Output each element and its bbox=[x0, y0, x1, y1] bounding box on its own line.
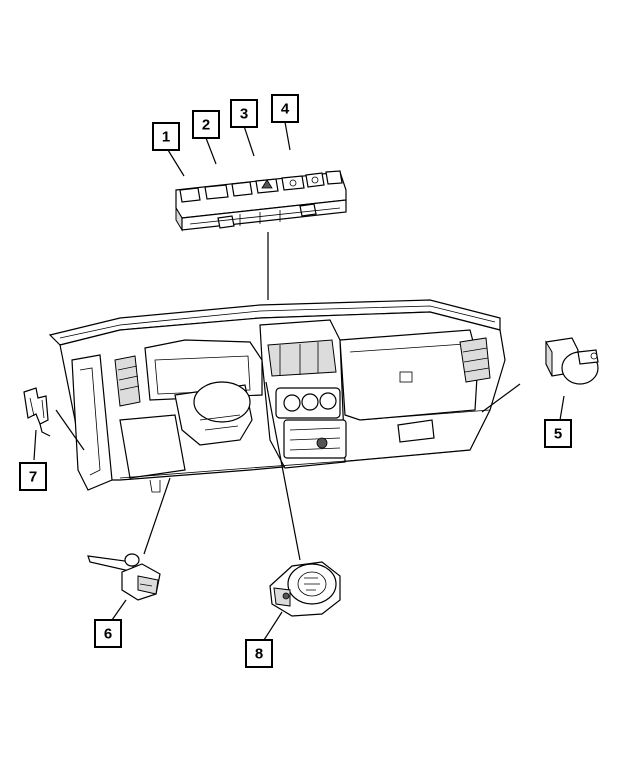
callout-2: 2 bbox=[192, 110, 220, 139]
callout-5: 5 bbox=[544, 419, 572, 448]
callout-1: 1 bbox=[152, 122, 180, 151]
part-7-bracket bbox=[23, 387, 51, 437]
callout-4: 4 bbox=[271, 94, 299, 123]
callout-4-label: 4 bbox=[281, 101, 290, 118]
callout-8: 8 bbox=[245, 639, 273, 668]
callout-3: 3 bbox=[230, 99, 258, 128]
callout-6: 6 bbox=[94, 619, 122, 648]
callout-1-label: 1 bbox=[162, 129, 170, 146]
callout-3-label: 3 bbox=[240, 106, 248, 123]
part-5-switch bbox=[545, 337, 599, 385]
part-6-sensor bbox=[87, 553, 161, 601]
switch-bank-assembly bbox=[175, 170, 347, 232]
callout-5-label: 5 bbox=[554, 426, 562, 443]
callout-2-label: 2 bbox=[202, 117, 210, 134]
callout-8-label: 8 bbox=[255, 646, 263, 663]
callout-6-label: 6 bbox=[104, 626, 112, 643]
instrument-panel bbox=[48, 299, 506, 493]
callout-7: 7 bbox=[19, 462, 47, 491]
leader-lines bbox=[33, 121, 565, 641]
callout-7-label: 7 bbox=[29, 469, 37, 486]
part-8-headlamp-switch bbox=[269, 561, 341, 617]
